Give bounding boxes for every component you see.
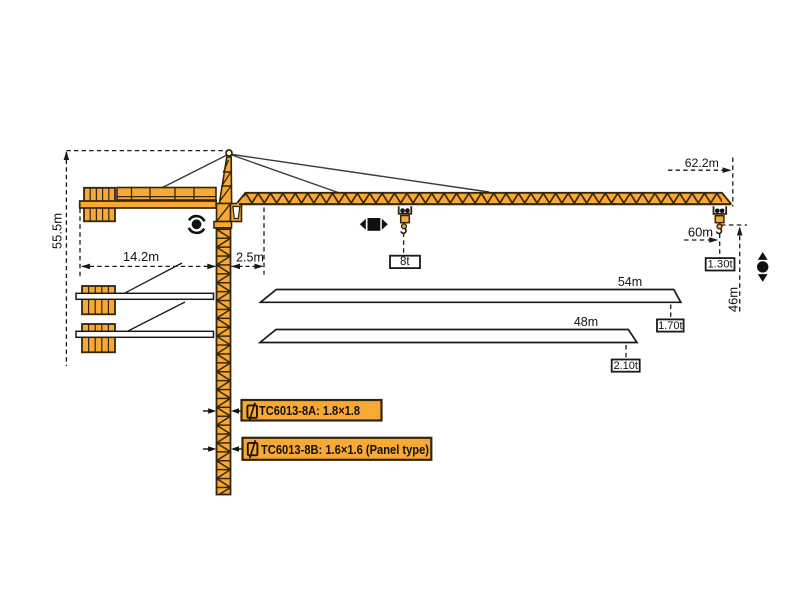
svg-text:48m: 48m <box>574 315 598 329</box>
svg-text:1.30t: 1.30t <box>708 259 734 271</box>
svg-text:62.2m: 62.2m <box>685 156 719 170</box>
svg-text:TC6013-8B: 1.6×1.6 (Panel ty: TC6013-8B: 1.6×1.6 (Panel type) <box>261 442 429 457</box>
svg-text:1.70t: 1.70t <box>658 320 682 332</box>
svg-text:46m: 46m <box>725 287 740 312</box>
svg-text:8t: 8t <box>400 256 410 268</box>
svg-text:TC6013-8A: 1.8×1.8: TC6013-8A: 1.8×1.8 <box>259 403 360 418</box>
svg-text:2.5m: 2.5m <box>236 251 264 265</box>
svg-text:14.2m: 14.2m <box>123 249 159 264</box>
svg-text:55.5m: 55.5m <box>50 213 65 249</box>
svg-text:2.10t: 2.10t <box>613 360 637 372</box>
svg-text:60m: 60m <box>688 225 713 240</box>
svg-text:54m: 54m <box>618 275 642 289</box>
